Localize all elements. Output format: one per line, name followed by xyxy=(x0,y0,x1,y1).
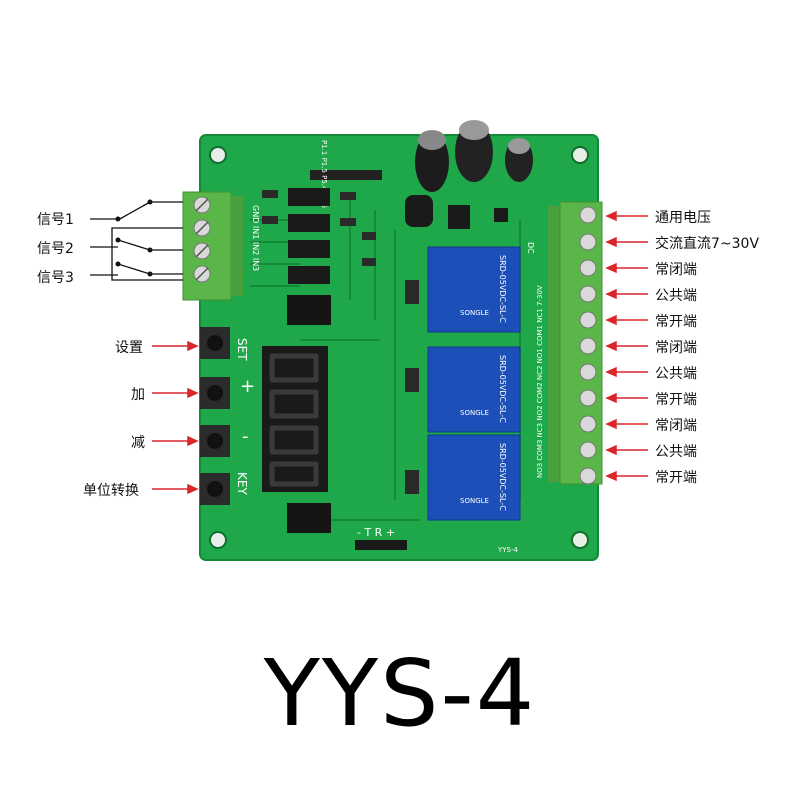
terminal-label-no3: 常开端 xyxy=(655,470,697,486)
button-silk: SET + - KEY xyxy=(235,338,255,495)
model-title: YYS-4 xyxy=(263,640,537,747)
svg-text:SONGLE: SONGLE xyxy=(460,409,489,417)
svg-text:SET: SET xyxy=(235,338,249,361)
push-buttons xyxy=(200,327,230,505)
output-header-silk: NO3 COM3 NC3 NO2 COM2 NC2 NO1 COM1 NC1 7… xyxy=(536,285,544,478)
optocouplers xyxy=(288,188,508,284)
svg-text:SONGLE: SONGLE xyxy=(460,497,489,505)
svg-text:SRD-05VDC-SL-C: SRD-05VDC-SL-C xyxy=(498,255,507,323)
svg-text:SONGLE: SONGLE xyxy=(460,309,489,317)
terminal-label-com1: 公共端 xyxy=(655,288,697,304)
button-label-add: 加 xyxy=(131,387,145,403)
signal-switch-diagram xyxy=(90,201,183,281)
button-label-set: 设置 xyxy=(115,340,143,356)
left-arrows xyxy=(152,340,199,495)
svg-text:SRD-05VDC-SL-C: SRD-05VDC-SL-C xyxy=(498,443,507,511)
input-header-silk: GND IN1 IN2 IN3 xyxy=(251,205,260,271)
ic-chip-bottom xyxy=(287,503,331,533)
terminal-label-nc3: 常闭端 xyxy=(655,418,697,434)
terminal-label-no1: 常开端 xyxy=(655,314,697,330)
board-model-silk: YYS-4 xyxy=(497,546,519,554)
terminal-label-power: 通用电压 xyxy=(655,210,711,226)
pin-header xyxy=(310,170,382,180)
signal-label-3: 信号3 xyxy=(37,270,74,286)
output-terminal-block xyxy=(548,201,603,485)
button-label-sub: 减 xyxy=(131,435,145,451)
capacitors xyxy=(405,120,533,227)
board-photo: GND IN1 IN2 IN3 P1.1 P1.5 P5.4 P5.5 SRD xyxy=(90,120,648,561)
svg-text:-: - xyxy=(242,426,249,447)
bottom-header xyxy=(355,540,407,550)
terminal-label-voltage: 交流直流7~30V xyxy=(655,236,760,252)
power-header-silk: DC xyxy=(526,242,535,254)
terminal-label-com2: 公共端 xyxy=(655,366,697,382)
bottom-header-silk: - T R + xyxy=(357,526,395,539)
terminal-label-no2: 常开端 xyxy=(655,392,697,408)
right-arrows xyxy=(605,210,648,482)
button-label-unit: 单位转换 xyxy=(83,483,139,499)
smd-components xyxy=(262,190,419,494)
signal-label-1: 信号1 xyxy=(37,212,74,228)
svg-text:SRD-05VDC-SL-C: SRD-05VDC-SL-C xyxy=(498,355,507,423)
switch-contacts xyxy=(115,199,153,277)
relay-1: SRD-05VDC-SL-C SONGLE xyxy=(427,246,521,333)
terminal-label-com3: 公共端 xyxy=(655,444,697,460)
terminal-label-nc1: 常闭端 xyxy=(655,262,697,278)
seven-segment-display xyxy=(262,346,328,492)
signal-label-2: 信号2 xyxy=(37,241,74,257)
relay-3: SRD-05VDC-SL-C SONGLE xyxy=(427,434,521,521)
relay-2: SRD-05VDC-SL-C SONGLE xyxy=(427,346,521,433)
svg-text:+: + xyxy=(240,376,255,397)
svg-text:KEY: KEY xyxy=(235,472,249,495)
pin-header-silk: P1.1 P1.5 P5.4 P5.5 xyxy=(320,140,328,208)
ic-chip-top xyxy=(287,295,331,325)
input-terminal-block xyxy=(182,191,243,301)
terminal-label-nc2: 常闭端 xyxy=(655,340,697,356)
mounting-holes xyxy=(209,146,589,549)
